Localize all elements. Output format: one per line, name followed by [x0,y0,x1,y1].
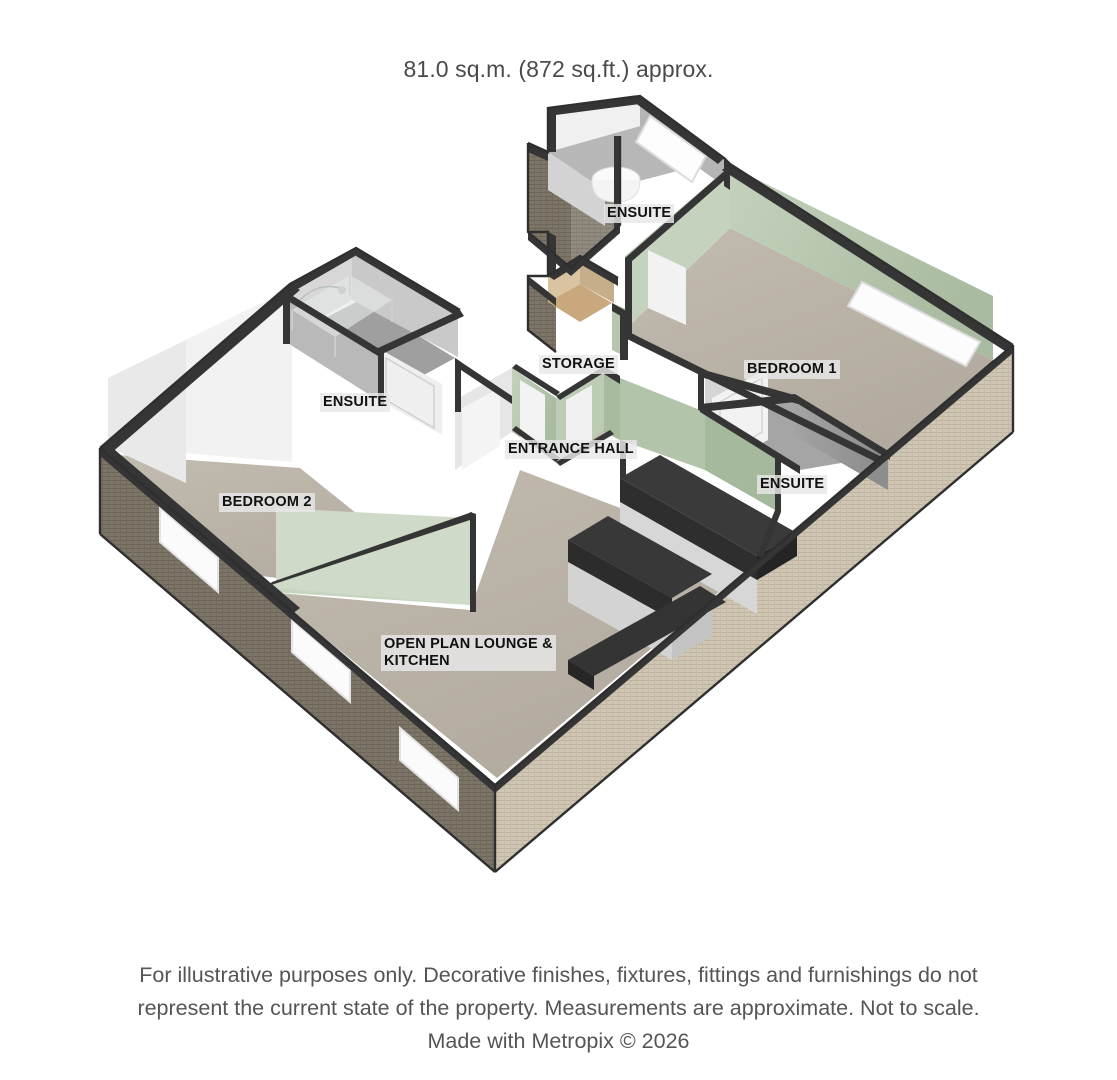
window-bedroom1 [846,280,982,368]
wall-ensuite-top-front [548,152,605,226]
wall-caps [100,96,1013,793]
shower-enclosure-bed2 [291,275,393,357]
window-ensuite-top [634,114,708,184]
disclaimer-line-2: represent the current state of the prope… [137,996,980,1020]
kitchen-units [568,455,797,690]
door-bedroom2-ensuite [378,348,442,435]
door-hall-b [566,385,592,455]
room-label-ensuite-top: ENSUITE [604,204,675,223]
room-label-storage: STORAGE [539,355,618,374]
room-label-bedroom-2: BEDROOM 2 [219,493,315,512]
room-label-lounge-kitchen: OPEN PLAN LOUNGE & KITCHEN [381,635,556,671]
disclaimer-footer: For illustrative purposes only. Decorati… [0,959,1117,1058]
room-label-entrance-hall: ENTRANCE HALL [505,440,637,459]
door-hall-c [462,388,500,470]
disclaimer-line-3: Made with Metropix © 2026 [427,1029,690,1053]
wall-hall-sage-3 [604,370,620,440]
room-label-bedroom-1: BEDROOM 1 [744,360,840,379]
wall-storage-right [580,258,614,303]
page-title: 81.0 sq.m. (872 sq.ft.) approx. [403,56,714,82]
door-panel-line [385,356,435,430]
disclaimer-line-1: For illustrative purposes only. Decorati… [139,963,978,987]
wall-outlines [98,94,1015,873]
floor-storage [548,284,612,322]
room-label-ensuite-bedroom-1: ENSUITE [757,475,828,494]
door-bedroom1 [648,250,686,325]
floor-bedroom-1 [625,228,993,456]
wall-bedroom2-partition [276,508,470,605]
wall-bed1ensuite-sage [620,378,705,470]
exterior-windows-left [159,505,459,813]
room-label-ensuite-bedroom-2: ENSUITE [320,393,391,412]
